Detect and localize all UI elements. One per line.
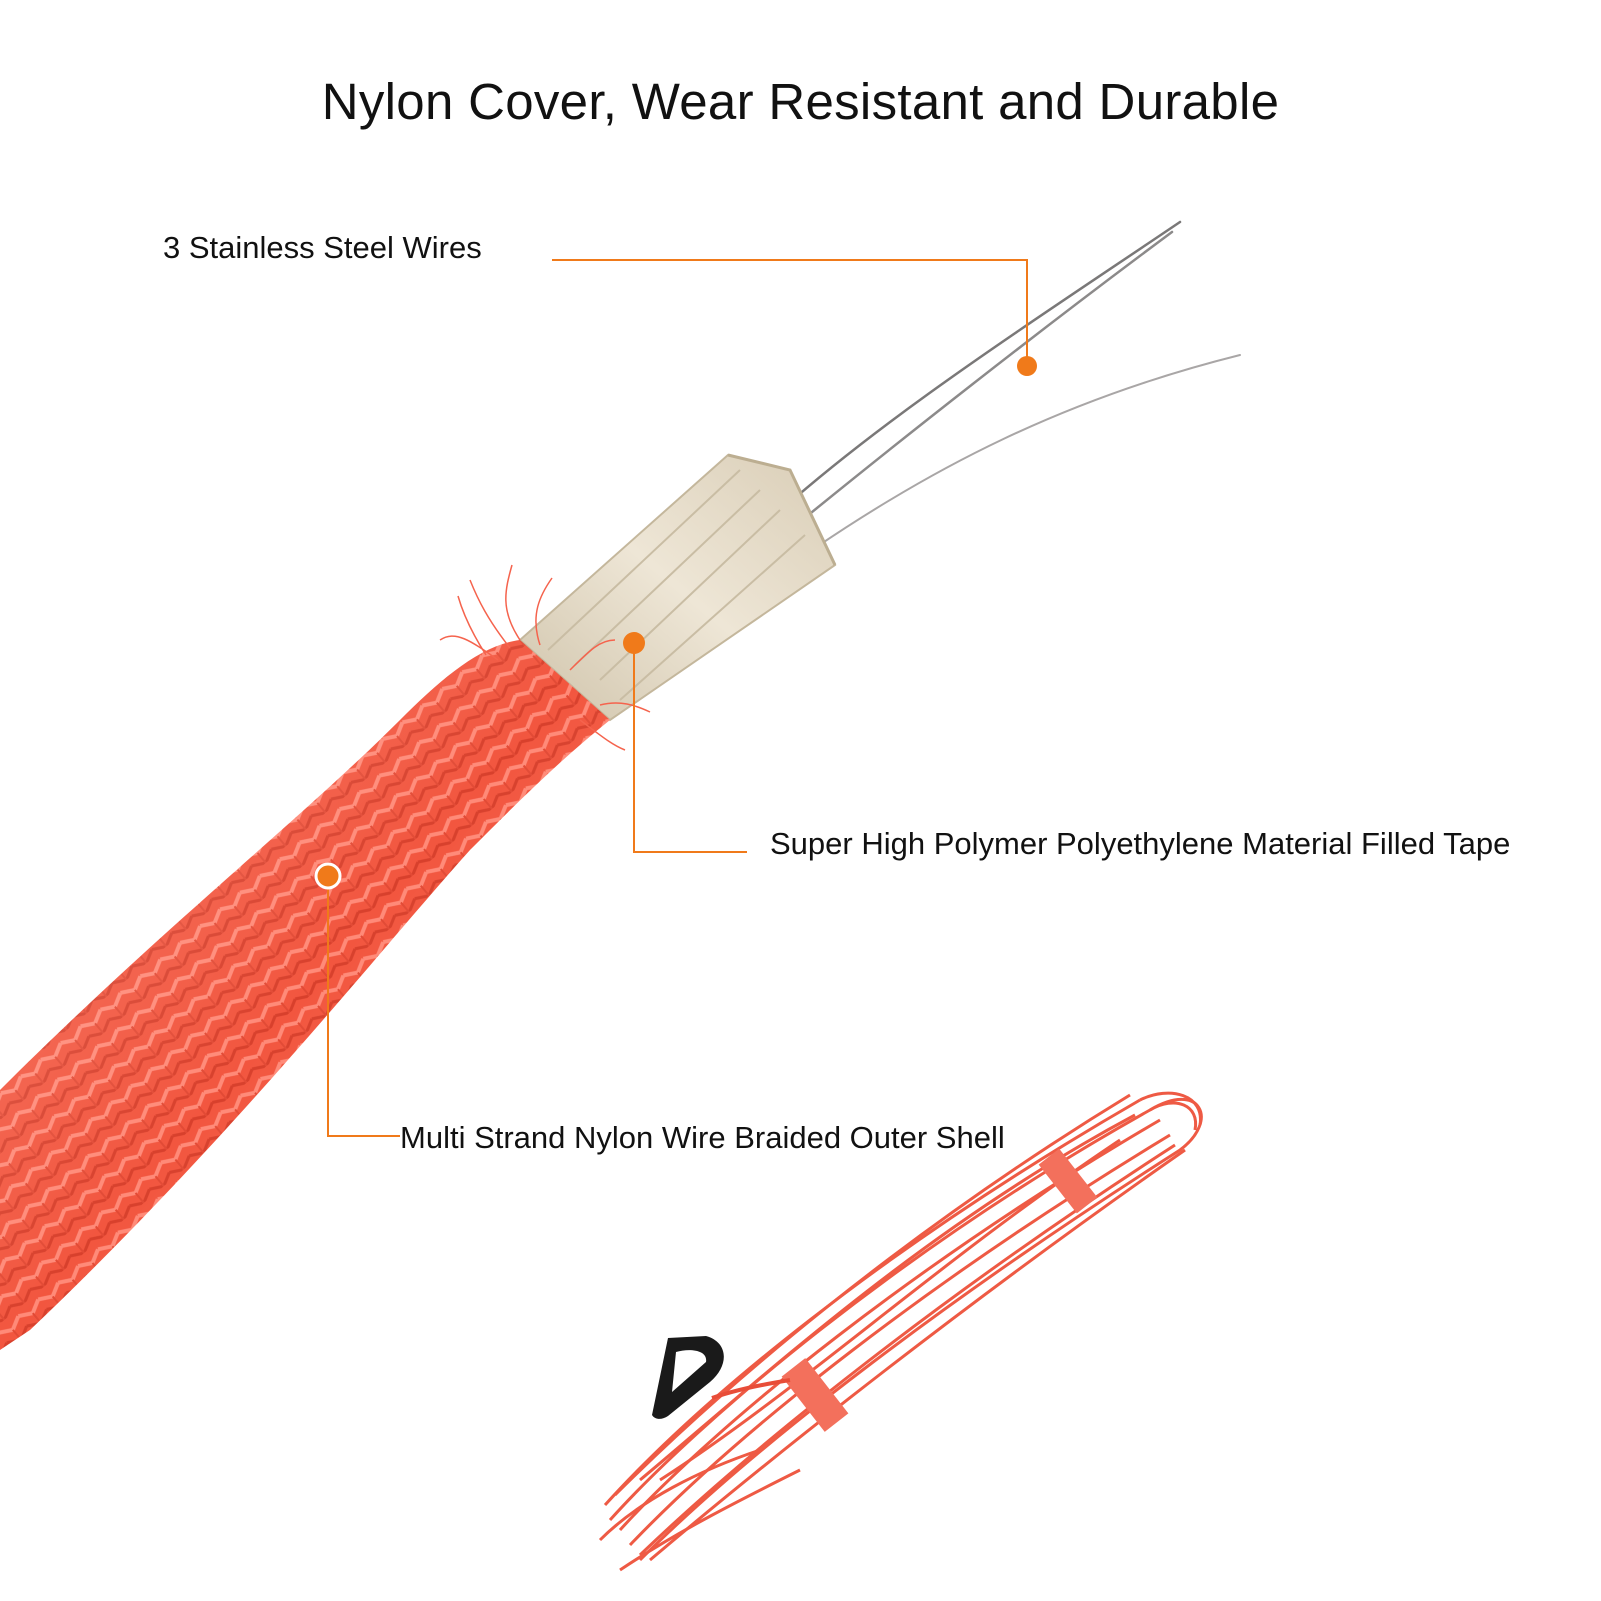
wires-leader-line <box>552 259 1028 366</box>
filled-tape-core <box>518 453 837 722</box>
page-title: Nylon Cover, Wear Resistant and Durable <box>321 73 1280 130</box>
steel-wire-1 <box>768 220 1182 522</box>
rope-handle-icon <box>652 1336 724 1419</box>
steel-wire-3 <box>814 354 1241 549</box>
callout-label-shell: Multi Strand Nylon Wire Braided Outer Sh… <box>400 1120 1005 1155</box>
shell-callout-dot <box>314 862 342 890</box>
braided-rope <box>0 564 651 1350</box>
callout-label-tape: Super High Polymer Polyethylene Material… <box>770 826 1511 861</box>
tape-callout-dot <box>623 632 645 654</box>
tape-leader-line <box>633 643 747 853</box>
callout-label-wires: 3 Stainless Steel Wires <box>163 230 482 265</box>
steel-wires <box>768 220 1241 549</box>
shell-leader-line <box>327 876 400 1137</box>
steel-wire-2 <box>788 230 1174 532</box>
coiled-rope-bundle <box>598 1091 1203 1572</box>
wires-callout-dot <box>1017 356 1037 376</box>
callout-leader-lines <box>327 259 1028 1137</box>
